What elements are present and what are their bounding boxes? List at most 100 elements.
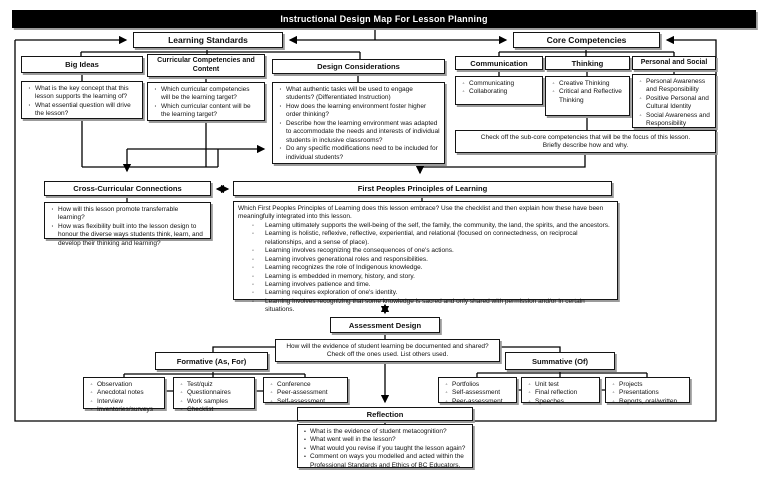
list-item: Work samples [178,398,250,407]
list-item: Which curricular competencies will be th… [152,86,260,103]
list-item: Speeches [526,398,595,407]
design-considerations-list-box: What authentic tasks will be used to eng… [272,82,445,164]
communication-title: Communication [470,58,528,68]
list-item: Describe how the learning environment wa… [277,120,440,145]
list-item: Observation [88,381,160,390]
formative-group2-box: Test/quizQuestionnairesWork samplesCheck… [173,377,255,415]
list-item: Learning involves recognizing the conseq… [238,247,613,256]
map-title-bar: Instructional Design Map For Lesson Plan… [12,10,756,28]
list-item: Presentations [610,389,685,398]
wire-to-summative [500,346,561,352]
list-item: Critical and Reflective Thinking [550,88,625,105]
list-item: What authentic tasks will be used to eng… [277,86,440,103]
curricular-title: Curricular Competencies and Content [157,57,255,73]
list-item: Creative Thinking [550,80,625,89]
wire-left-web [81,119,219,168]
summative-title: Summative (Of) [531,356,589,366]
first-peoples-intro: Which First Peoples Principles of Learni… [238,205,604,221]
assessment-design-title: Assessment Design [348,320,422,330]
list-item: How was flexibility built into the lesso… [49,223,206,248]
list-item: What essential question will drive the l… [26,102,138,119]
first-peoples-content-box: Which First Peoples Principles of Learni… [233,201,618,313]
list-item: Collaborating [460,88,538,97]
formative-title: Formative (As, For) [176,356,247,366]
thinking-title-box: Thinking [545,56,630,70]
core-competencies-box: Core Competencies [513,32,660,48]
learning-standards-label: Learning Standards [168,35,248,45]
check-off-line1: Check off the sub-core competencies that… [480,134,691,141]
list-item: What would you revise if you taught the … [302,445,468,454]
curricular-list-box: Which curricular competencies will be th… [147,82,265,121]
wire-ls-children [80,48,361,59]
personal-social-title-box: Personal and Social [632,56,716,70]
list-item: Self-assessment [443,389,512,398]
list-item: Comment on ways you modelled and acted w… [302,453,468,470]
evidence-line1: How will the evidence of student learnin… [286,343,489,350]
summative-group2-box: Unit testFinal reflectionSpeeches [521,377,600,407]
thinking-list-box: Creative ThinkingCritical and Reflective… [545,76,630,116]
formative-group3-box: ConferencePeer-assessmentSelf-assessment [263,377,348,407]
first-peoples-title: First Peoples Principles of Learning [357,184,488,193]
list-item: What is the evidence of student metacogn… [302,428,468,437]
list-item: Conference [268,381,343,390]
list-item: Learning involves generational roles and… [238,256,613,265]
formative-title-box: Formative (As, For) [155,352,268,370]
communication-title-box: Communication [455,56,543,70]
cross-curricular-title: Cross-Curricular Connections [73,184,182,193]
list-item: Personal Awareness and Responsibility [637,78,711,95]
curricular-title-box: Curricular Competencies and Content [147,54,265,77]
list-item: Learning is embedded in memory, history,… [238,273,613,282]
core-competencies-label: Core Competencies [546,35,627,45]
list-item: Anecdotal notes [88,389,160,398]
list-item: Interview [88,398,160,407]
list-item: Do any specific modifications need to be… [277,145,440,162]
list-item: Communicating [460,80,538,89]
summative-group3-box: ProjectsPresentationsReports, oral/writt… [605,377,690,406]
list-item: Which curricular content will be the lea… [152,103,260,120]
check-off-box: Check off the sub-core competencies that… [455,130,716,153]
list-item: Projects [610,381,685,390]
list-item: What is the key concept that this lesson… [26,85,138,102]
evidence-box: How will the evidence of student learnin… [275,339,500,362]
list-item: Learning involves recognizing that some … [238,298,613,315]
personal-social-list-box: Personal Awareness and ResponsibilityPos… [632,74,716,128]
list-item: Social Awareness and Responsibility [637,112,711,129]
learning-standards-box: Learning Standards [133,32,283,48]
list-item: Unit test [526,381,595,390]
cross-curricular-title-box: Cross-Curricular Connections [44,181,211,196]
list-item: Questionnaires [178,389,250,398]
reflection-list-box: What is the evidence of student metacogn… [297,424,473,470]
wire-to-formative [212,346,275,352]
personal-social-title: Personal and Social [640,58,708,66]
list-item: Final reflection [526,389,595,398]
design-considerations-title-box: Design Considerations [272,59,445,74]
assessment-design-box: Assessment Design [330,317,440,333]
reflection-title-box: Reflection [297,407,473,421]
check-off-line2: Briefly describe how and why. [542,142,629,150]
wire-formative-tree [123,370,306,392]
big-ideas-list-box: What is the key concept that this lesson… [21,81,143,119]
wire-cc-children [498,48,675,56]
list-item: Inventories/surveys [88,406,160,415]
list-item: Self-assessment [268,398,343,407]
formative-group1-box: ObservationAnecdotal notesInterviewInven… [83,377,165,415]
list-item: How does the learning environment foster… [277,103,440,120]
list-item: Peer-assessment [268,389,343,398]
map-title: Instructional Design Map For Lesson Plan… [280,14,488,24]
summative-title-box: Summative (Of) [505,352,615,370]
list-item: Learning requires exploration of one's i… [238,289,613,298]
first-peoples-principles-list: Learning ultimately supports the well-be… [238,222,613,315]
wire-stubs [81,70,675,424]
list-item: What went well in the lesson? [302,436,468,445]
evidence-line2: Check off the ones used. List others use… [326,351,449,359]
list-item: Positive Personal and Cultural Identity [637,95,711,112]
cross-curricular-list-box: How will this lesson promote transferrab… [44,202,211,247]
communication-list-box: CommunicatingCollaborating [455,76,543,105]
list-item: Learning ultimately supports the well-be… [238,222,613,231]
list-item: Test/quiz [178,381,250,390]
list-item: Learning recognizes the role of Indigeno… [238,264,613,273]
list-item: Learning is holistic, reflexive, reflect… [238,230,613,247]
wire-summative-tree [476,370,648,391]
